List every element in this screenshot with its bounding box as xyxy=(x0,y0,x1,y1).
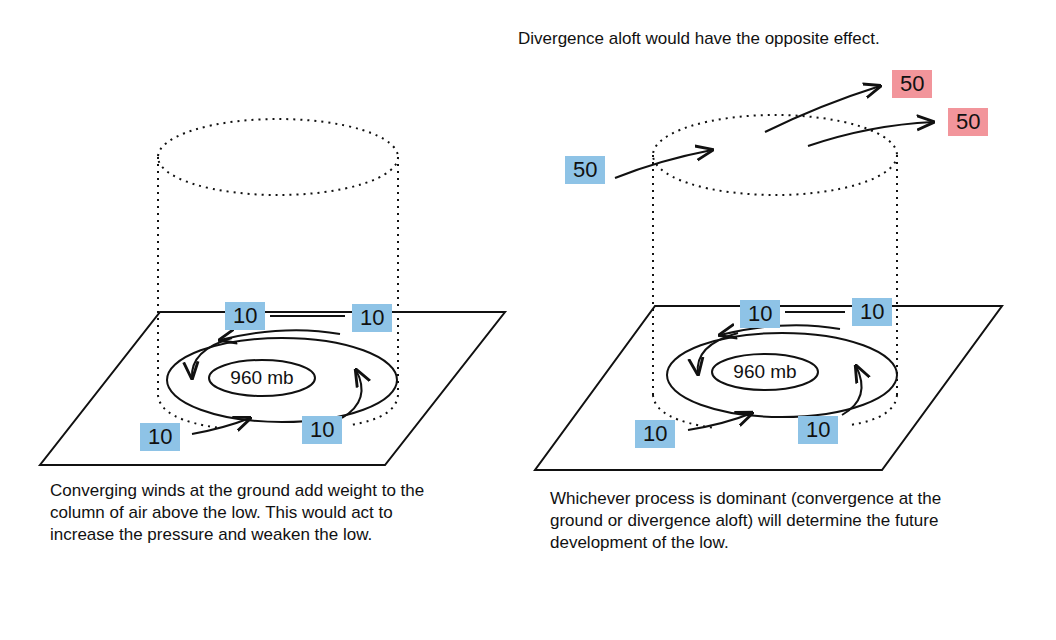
wind-arrow-aloft xyxy=(765,86,880,132)
wind-speed: 50 xyxy=(892,70,932,98)
wind-speed: 10 xyxy=(740,300,780,328)
circulation-ring xyxy=(667,333,897,417)
wind-speed: 10 xyxy=(225,302,265,330)
wind-speed: 10 xyxy=(852,298,892,326)
wind-arrow xyxy=(270,315,345,317)
wind-arrow xyxy=(192,418,250,434)
note-text: Whichever process is dominant (convergen… xyxy=(550,488,990,554)
ground-plane xyxy=(535,306,1002,470)
note-text: Divergence aloft would have the opposite… xyxy=(518,28,918,50)
wind-speed: 50 xyxy=(948,108,988,136)
low-center: 960 mb xyxy=(208,359,316,397)
wind-arrow xyxy=(220,330,340,340)
wind-arrow xyxy=(342,370,362,418)
wind-speed: 10 xyxy=(302,416,342,444)
wind-arrow xyxy=(842,366,862,415)
air-column xyxy=(653,115,897,428)
wind-speed: 10 xyxy=(798,416,838,444)
wind-speed: 50 xyxy=(565,156,605,184)
wind-arrow xyxy=(785,311,845,313)
wind-speed: 10 xyxy=(635,420,675,448)
wind-arrow-aloft xyxy=(808,122,933,146)
ground-plane xyxy=(40,312,505,465)
wind-speed: 10 xyxy=(140,423,180,451)
low-center: 960 mb xyxy=(711,353,819,391)
pressure-label: 960 mb xyxy=(208,367,316,389)
circulation-ring xyxy=(167,338,397,422)
air-column xyxy=(158,119,398,428)
wind-speed: 10 xyxy=(352,304,392,332)
pressure-label: 960 mb xyxy=(711,361,819,383)
wind-arrow xyxy=(688,413,752,430)
wind-arrow-aloft xyxy=(615,150,712,178)
note-text: Converging winds at the ground add weigh… xyxy=(50,480,460,546)
